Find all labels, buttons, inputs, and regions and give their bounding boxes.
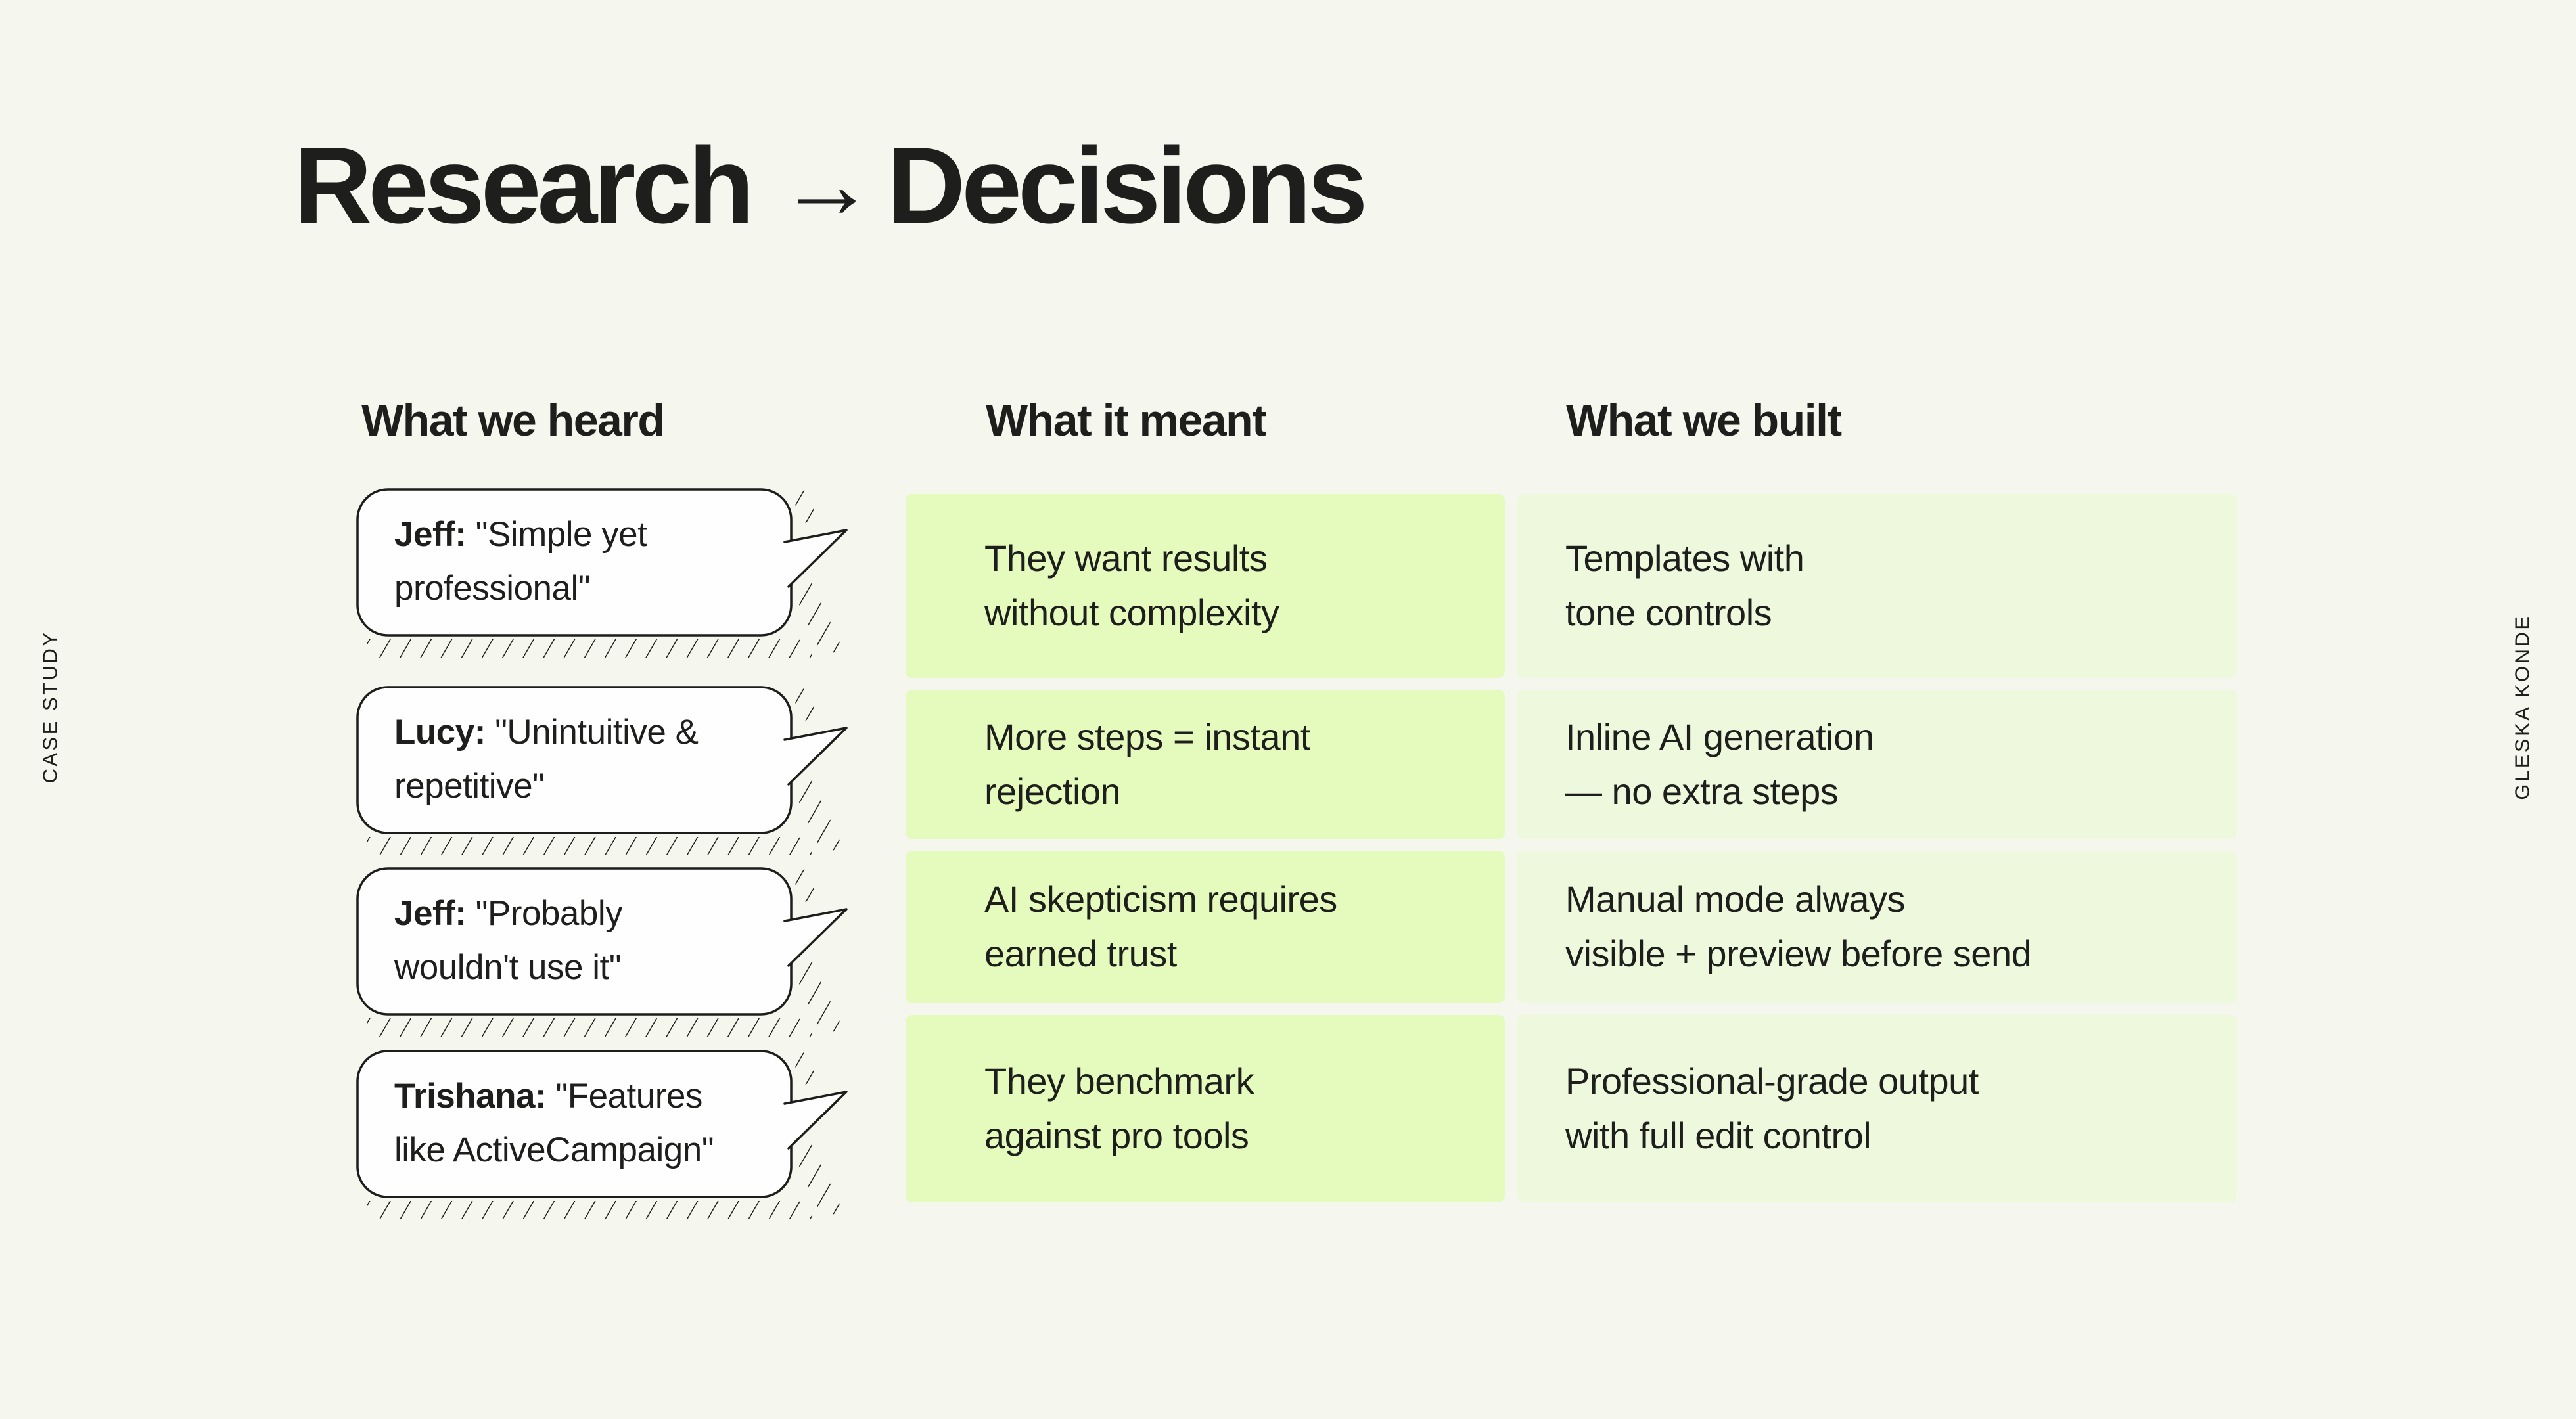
quote-text: "Simple yet professional" — [394, 514, 647, 608]
insight-cell-row2: More steps = instant rejection — [906, 690, 1505, 839]
quote-row1: Jeff: "Simple yet professional" — [394, 487, 766, 637]
bubble-tail-icon — [783, 908, 848, 967]
insight-cell-row4: They benchmark against pro tools — [906, 1015, 1505, 1202]
speech-bubble-shape — [356, 488, 848, 658]
insight-text: They benchmark against pro tools — [984, 1060, 1254, 1156]
decision-text: Professional-grade output with full edit… — [1565, 1060, 1979, 1156]
speech-bubble-row3: Jeff: "Probably wouldn't use it" — [355, 866, 854, 1038]
bubble-tail-icon — [783, 727, 848, 786]
title-word-decisions: Decisions — [886, 125, 1368, 246]
page-title: Research→Decisions — [294, 130, 1368, 240]
title-word-research: Research — [294, 125, 754, 246]
quote-text: "Probably wouldn't use it" — [394, 893, 623, 987]
decision-cell-row1: Templates with tone controls — [1517, 494, 2237, 678]
column-header-what-we-heard: What we heard — [361, 395, 665, 445]
insight-cell-row1: They want results without complexity — [906, 494, 1505, 678]
decision-cell-row2: Inline AI generation — no extra steps — [1517, 690, 2237, 839]
bubble-tail-icon — [783, 1091, 848, 1150]
speaker-name: Jeff: — [394, 893, 467, 933]
speaker-name: Trishana: — [394, 1076, 547, 1115]
quote-text: "Unintuitive & repetitive" — [394, 712, 699, 805]
speech-bubble-row4: Trishana: "Features like ActiveCampaign" — [355, 1048, 854, 1221]
speech-bubble-shape — [356, 867, 848, 1037]
quote-row2: Lucy: "Unintuitive & repetitive" — [394, 685, 766, 834]
bubble-tail-icon — [783, 529, 848, 588]
speaker-name: Lucy: — [394, 712, 486, 752]
speech-bubble-row2: Lucy: "Unintuitive & repetitive" — [355, 685, 854, 857]
decision-text: Templates with tone controls — [1565, 537, 1805, 633]
decision-text: Manual mode always visible + preview bef… — [1565, 878, 2032, 974]
column-header-what-we-built: What we built — [1566, 395, 1842, 445]
speaker-name: Jeff: — [394, 514, 467, 554]
insight-cell-row3: AI skepticism requires earned trust — [906, 851, 1505, 1003]
quote-row4: Trishana: "Features like ActiveCampaign" — [394, 1048, 766, 1198]
right-arrow-icon: → — [777, 130, 875, 238]
case-study-side-label: CASE STUDY — [38, 630, 62, 784]
speech-bubble-row1: Jeff: "Simple yet professional" — [355, 487, 854, 659]
author-side-label: GLESKA KONDE — [2510, 614, 2534, 800]
column-header-what-it-meant: What it meant — [986, 395, 1267, 445]
insight-text: They want results without complexity — [984, 537, 1279, 633]
decision-cell-row4: Professional-grade output with full edit… — [1517, 1015, 2237, 1202]
quote-text: "Features like ActiveCampaign" — [394, 1076, 714, 1169]
insight-text: More steps = instant rejection — [984, 715, 1310, 812]
quote-row3: Jeff: "Probably wouldn't use it" — [394, 866, 766, 1016]
speech-bubble-shape — [356, 686, 848, 855]
decision-text: Inline AI generation — no extra steps — [1565, 715, 1874, 812]
decision-cell-row3: Manual mode always visible + preview bef… — [1517, 851, 2237, 1003]
speech-bubble-shape — [356, 1050, 848, 1219]
insight-text: AI skepticism requires earned trust — [984, 878, 1337, 974]
